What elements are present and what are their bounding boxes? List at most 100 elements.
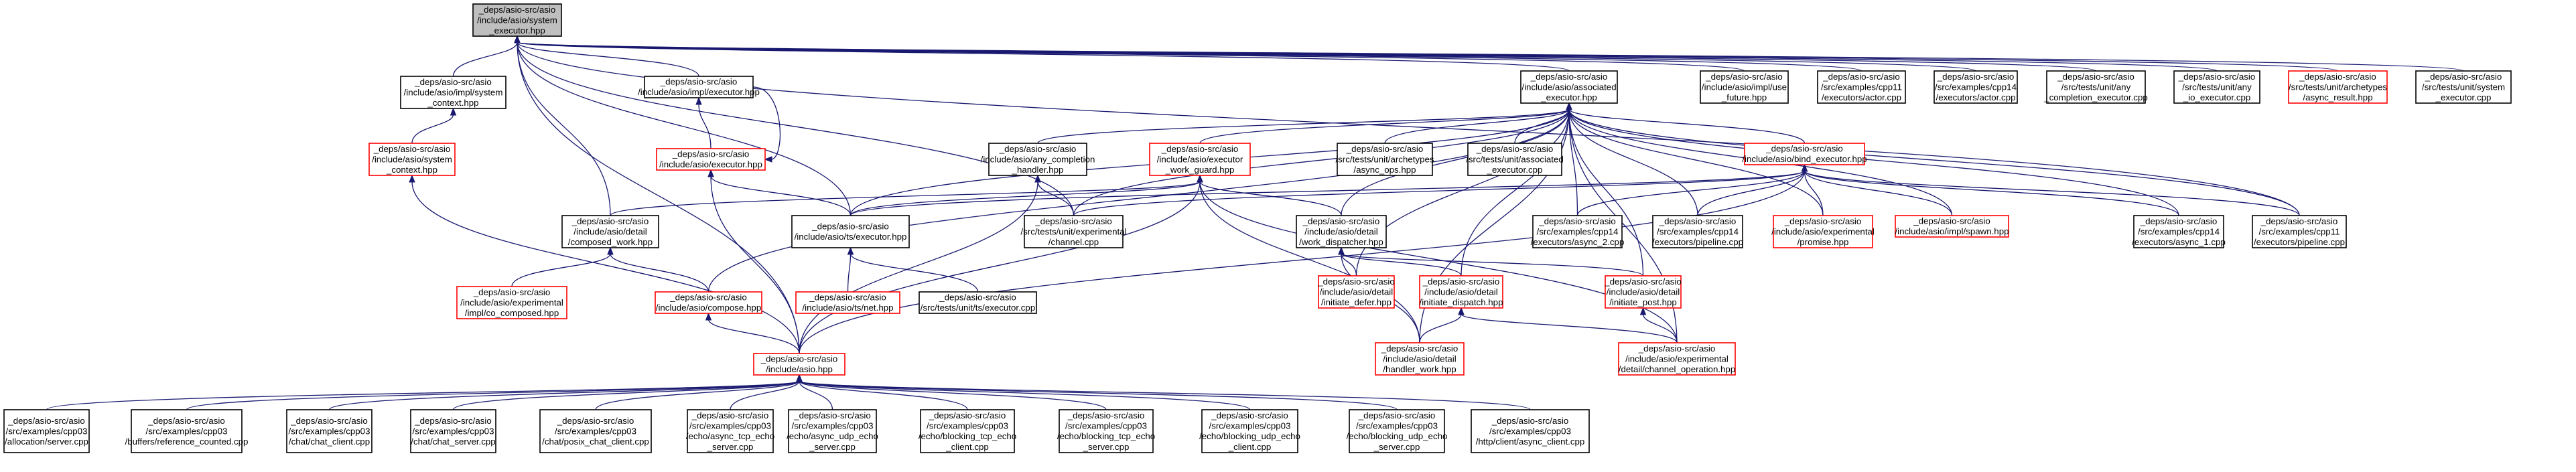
node-label-line: _context.hpp	[386, 165, 437, 175]
node-label-line: _executor.hpp	[1540, 92, 1597, 102]
node-channel-operation[interactable]: _deps/asio-src/asio/include/asio/experim…	[1618, 342, 1736, 376]
node-cpp14-actor[interactable]: _deps/asio-src/asio/src/examples/cpp14/e…	[1934, 70, 2018, 104]
edge-arrow	[1697, 163, 1808, 216]
node-label-line: /include/asio/ts/executor.hpp	[795, 232, 907, 242]
node-label-line: /include/asio.hpp	[766, 364, 833, 374]
edge-arrow	[799, 163, 1808, 354]
node-blocking-udp-echo-client[interactable]: _deps/asio-src/asio/src/examples/cpp03/e…	[1199, 409, 1300, 453]
node-label-line: /include/asio/associated	[1521, 82, 1616, 92]
node-label-line: /executors/async_2.cpp	[1531, 237, 1625, 247]
node-impl-system-context[interactable]: _deps/asio-src/asio/include/asio/impl/sy…	[400, 76, 506, 109]
node-label-line: /src/examples/cpp03	[927, 421, 1008, 431]
node-experimental-promise[interactable]: _deps/asio-src/asio/include/asio/experim…	[1771, 215, 1875, 248]
node-label-line: /echo/blocking_tcp_echo	[919, 431, 1016, 441]
node-label-line: /src/examples/cpp11	[1821, 82, 1902, 92]
node-blocking-udp-echo-server[interactable]: _deps/asio-src/asio/src/examples/cpp03/e…	[1347, 409, 1448, 453]
node-box	[1532, 215, 1623, 248]
node-box	[1375, 342, 1465, 376]
node-blocking-tcp-echo-client[interactable]: _deps/asio-src/asio/src/examples/cpp03/e…	[919, 409, 1016, 453]
node-asio-hpp[interactable]: _deps/asio-src/asio/include/asio.hpp	[753, 353, 845, 376]
node-box	[920, 409, 1015, 453]
node-archetypes-async-ops[interactable]: _deps/asio-src/asio/src/tests/unit/arche…	[1335, 143, 1434, 176]
node-label-line: _handler.hpp	[1012, 165, 1064, 175]
node-chat-client[interactable]: _deps/asio-src/asio/src/examples/cpp03/c…	[286, 409, 372, 453]
node-cpp14-async-2[interactable]: _deps/asio-src/asio/src/examples/cpp14/e…	[1531, 215, 1625, 248]
node-async-tcp-echo[interactable]: _deps/asio-src/asio/src/examples/cpp03/e…	[686, 409, 774, 453]
node-allocation-server[interactable]: _deps/asio-src/asio/src/examples/cpp03/a…	[3, 409, 90, 453]
node-label-line: /src/examples/cpp11	[2259, 226, 2340, 236]
node-archetypes-async-result[interactable]: _deps/asio-src/asio/src/tests/unit/arche…	[2288, 70, 2388, 104]
node-label-line: _executor.cpp	[2435, 92, 2492, 102]
node-label-line: _completion_executor.cpp	[2043, 92, 2148, 102]
node-composed-work[interactable]: _deps/asio-src/asio/include/asio/detail/…	[561, 215, 659, 248]
node-http-async-client[interactable]: _deps/asio-src/asio/src/examples/cpp03/h…	[1471, 409, 1590, 453]
node-label-line: /executors/async_1.cpp	[2132, 237, 2226, 247]
node-label-line: _deps/asio-src/asio	[2260, 216, 2338, 226]
edge-arrow	[707, 169, 800, 354]
node-label-line: _deps/asio-src/asio	[290, 416, 368, 426]
node-label-line: /include/asio/impl/executor.hpp	[638, 87, 760, 97]
node-label-line: /async_ops.hpp	[1353, 165, 1416, 175]
node-initiate-post[interactable]: _deps/asio-src/asio/include/asio/detail/…	[1604, 275, 1682, 309]
node-label-line: /src/tests/unit/experimental	[1020, 226, 1126, 236]
node-box	[2133, 215, 2224, 248]
node-box	[456, 286, 567, 319]
node-label-line: /src/examples/cpp03	[413, 426, 494, 436]
edge-arrow	[511, 246, 614, 287]
node-label-line: /src/examples/cpp03	[6, 426, 88, 436]
node-ts-net[interactable]: _deps/asio-src/asio/include/asio/ts/net.…	[795, 291, 900, 314]
node-label-line: /initiate_defer.hpp	[1321, 297, 1392, 307]
node-label-line: _deps/asio-src/asio	[1211, 410, 1288, 420]
node-experimental-channel[interactable]: _deps/asio-src/asio/src/tests/unit/exper…	[1020, 215, 1127, 248]
node-handler-work[interactable]: _deps/asio-src/asio/include/asio/detail/…	[1375, 342, 1465, 376]
node-any-completion-handler[interactable]: _deps/asio-src/asio/include/asio/any_com…	[981, 143, 1095, 176]
node-unit-system-executor[interactable]: _deps/asio-src/asio/src/tests/unit/syste…	[2415, 70, 2512, 104]
node-initiate-dispatch[interactable]: _deps/asio-src/asio/include/asio/detail/…	[1419, 275, 1503, 309]
node-label-line: /src/tests/unit/archetypes	[1335, 154, 1434, 164]
node-impl-use-future[interactable]: _deps/asio-src/asio/include/asio/impl/us…	[1700, 70, 1789, 104]
node-cpp14-async-1[interactable]: _deps/asio-src/asio/src/examples/cpp14/e…	[2132, 215, 2226, 248]
node-posix-chat-client[interactable]: _deps/asio-src/asio/src/examples/cpp03/c…	[539, 409, 652, 453]
node-impl-spawn[interactable]: _deps/asio-src/asio/include/asio/impl/sp…	[1895, 215, 2009, 238]
node-async-udp-echo[interactable]: _deps/asio-src/asio/src/examples/cpp03/e…	[787, 409, 878, 453]
node-label-line: _io_executor.cpp	[2183, 92, 2251, 102]
node-initiate-defer[interactable]: _deps/asio-src/asio/include/asio/detail/…	[1317, 275, 1395, 309]
edge-arrow	[1034, 174, 1075, 216]
node-label-line: /include/asio/system	[372, 154, 452, 164]
edge-arrow	[1037, 102, 1572, 144]
node-work-dispatcher[interactable]: _deps/asio-src/asio/include/asio/detail/…	[1296, 215, 1387, 248]
edge-arrow	[1197, 174, 1342, 216]
edge-arrow	[707, 169, 852, 216]
node-unit-associated-executor[interactable]: _deps/asio-src/asio/src/tests/unit/assoc…	[1466, 143, 1564, 176]
node-executor[interactable]: _deps/asio-src/asio/include/asio/executo…	[656, 148, 766, 171]
edge-arrow	[1576, 163, 1808, 216]
node-cpp14-pipeline[interactable]: _deps/asio-src/asio/src/examples/cpp14/e…	[1652, 215, 1743, 248]
node-cpp11-pipeline[interactable]: _deps/asio-src/asio/src/examples/cpp11/e…	[2252, 215, 2347, 248]
node-chat-server[interactable]: _deps/asio-src/asio/src/examples/cpp03/c…	[410, 409, 496, 453]
node-label-line: _deps/asio-src/asio	[999, 144, 1077, 154]
node-label-line: _deps/asio-src/asio	[7, 416, 85, 426]
node-root[interactable]: _deps/asio-src/asio/include/asio/system_…	[472, 3, 562, 37]
node-buffers-refcount[interactable]: _deps/asio-src/asio/src/examples/cpp03/b…	[125, 409, 249, 453]
node-co-composed[interactable]: _deps/asio-src/asio/include/asio/experim…	[456, 286, 567, 319]
node-bind-executor[interactable]: _deps/asio-src/asio/include/asio/bind_ex…	[1742, 143, 1867, 165]
edge-arrow	[1566, 102, 1644, 277]
node-associated-executor[interactable]: _deps/asio-src/asio/include/asio/associa…	[1520, 70, 1618, 104]
node-ts-executor[interactable]: _deps/asio-src/asio/include/asio/ts/exec…	[791, 215, 910, 248]
node-any-completion-executor[interactable]: _deps/asio-src/asio/src/tests/unit/any_c…	[2043, 70, 2148, 104]
edge-arrow	[1566, 102, 2300, 216]
node-any-io-executor[interactable]: _deps/asio-src/asio/src/tests/unit/any_i…	[2173, 70, 2260, 104]
node-system-context[interactable]: _deps/asio-src/asio/include/asio/system_…	[368, 143, 456, 176]
node-label-line: /include/asio/bind_executor.hpp	[1742, 154, 1867, 164]
node-ts-executor-cpp[interactable]: _deps/asio-src/asio/src/tests/unit/ts/ex…	[919, 291, 1037, 314]
node-executor-work-guard[interactable]: _deps/asio-src/asio/include/asio/executo…	[1149, 143, 1251, 176]
node-label-line: /promise.hpp	[1798, 237, 1849, 247]
node-box	[753, 353, 845, 376]
node-impl-executor[interactable]: _deps/asio-src/asio/include/asio/impl/ex…	[638, 76, 760, 98]
node-label-line: _server.cpp	[1373, 442, 1420, 452]
node-label-line: /composed_work.hpp	[568, 237, 653, 247]
node-compose[interactable]: _deps/asio-src/asio/include/asio/compose…	[655, 291, 762, 314]
node-cpp11-actor[interactable]: _deps/asio-src/asio/src/examples/cpp11/e…	[1817, 70, 1906, 104]
node-box	[368, 143, 456, 176]
node-blocking-tcp-echo-server[interactable]: _deps/asio-src/asio/src/examples/cpp03/e…	[1057, 409, 1155, 453]
